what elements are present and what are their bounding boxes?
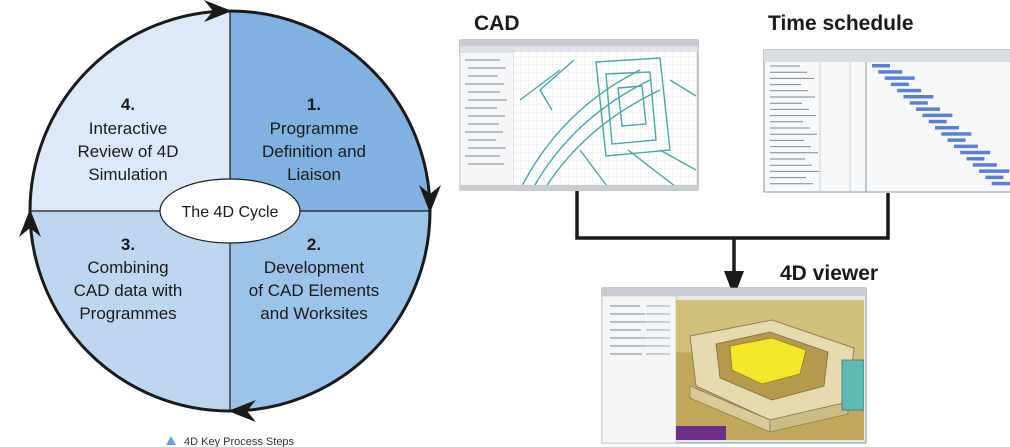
cad-tree-lines (465, 59, 507, 165)
step-1-line-1: Programme (270, 119, 359, 138)
schedule-gantt-bar (966, 157, 985, 161)
viewer-title: 4D viewer (780, 262, 878, 285)
schedule-gantt-bar (872, 64, 890, 68)
step-4-label: 4. Interactive Review of 4D Simulation (77, 95, 178, 184)
step-4-line-1: Interactive (89, 119, 167, 138)
viewer-screenshot (601, 287, 867, 444)
schedule-gantt-bar (941, 132, 972, 136)
schedule-screenshot (763, 49, 1010, 193)
step-1-number: 1. (307, 95, 321, 114)
schedule-gantt-bar (991, 181, 1010, 186)
schedule-gantt-bar (953, 144, 978, 149)
schedule-gantt-bar (947, 138, 966, 142)
schedule-gantt-bar (903, 95, 934, 99)
schedule-title: Time schedule (768, 12, 914, 35)
cycle-arrow-left (19, 209, 41, 237)
schedule-gantt-bar (922, 113, 953, 118)
step-3-label: 3. Combining CAD data with Programmes (74, 235, 183, 323)
schedule-gantt-bar (985, 175, 1004, 180)
center-ellipse (159, 178, 301, 244)
step-3-line-2: CAD data with (74, 281, 183, 300)
step-3-line-1: Combining (87, 258, 168, 277)
cycle-arrow-bottom (228, 400, 256, 422)
step-1-line-2: Definition and (262, 142, 366, 161)
schedule-gantt-bar (979, 169, 1010, 173)
schedule-gantt-bar (960, 150, 991, 155)
schedule-gantt-bar (935, 126, 959, 130)
connector-arrows (575, 191, 890, 276)
step-1-label: 1. Programme Definition and Liaison (262, 95, 366, 184)
cad-drawing (519, 57, 696, 190)
step-2-line-1: Development (264, 258, 364, 277)
schedule-gantt-bar (890, 82, 909, 87)
step-1-line-3: Liaison (287, 165, 341, 184)
step-2-number: 2. (307, 235, 321, 254)
cad-screenshot (459, 39, 699, 191)
step-4-line-3: Simulation (88, 165, 167, 184)
schedule-gantt-bar (884, 76, 915, 80)
schedule-gantt-bar (928, 119, 947, 124)
down-arrow-icon (724, 271, 744, 297)
center-label: The 4D Cycle (182, 204, 279, 221)
schedule-gantt-bar (897, 88, 922, 93)
caption: 4D Key Process Steps (184, 436, 295, 447)
schedule-gantt-bar (916, 107, 941, 111)
step-3-line-3: Programmes (79, 304, 176, 323)
cycle-arrow-right (419, 185, 441, 213)
cycle-arrow-top (204, 0, 232, 22)
step-4-number: 4. (121, 95, 135, 114)
step-3-number: 3. (121, 235, 135, 254)
step-2-line-3: and Worksites (260, 304, 367, 323)
cycle-diagram: 4. Interactive Review of 4D Simulation 1… (19, 0, 441, 422)
step-4-line-2: Review of 4D (77, 142, 178, 161)
step-2-label: 2. Development of CAD Elements and Works… (249, 235, 379, 323)
viewer-tree-lines (610, 305, 670, 355)
caption-triangle-icon (166, 436, 176, 445)
schedule-gantt-bar (909, 101, 928, 105)
viewer-3d-scene (676, 300, 864, 440)
cad-title: CAD (474, 12, 520, 35)
step-2-line-2: of CAD Elements (249, 281, 379, 300)
schedule-gantt-bar (878, 70, 903, 74)
schedule-gantt-bar (972, 163, 997, 167)
schedule-rows (770, 64, 1010, 186)
